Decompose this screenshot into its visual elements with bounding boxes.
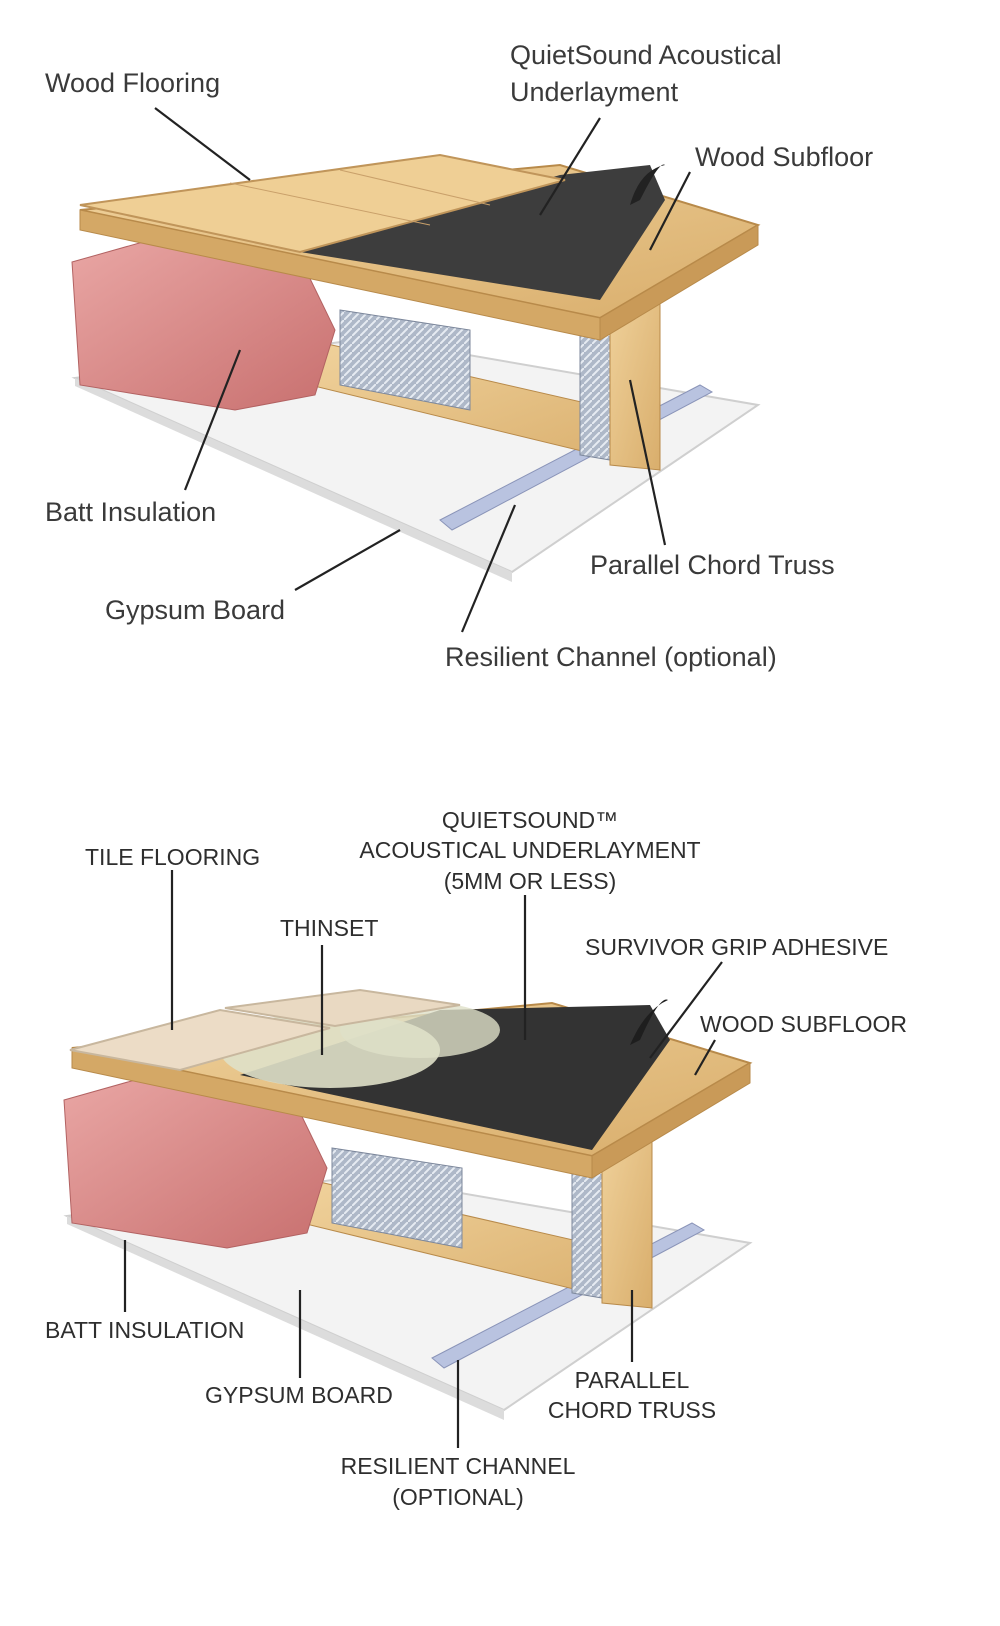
tile-flooring-layer — [69, 1008, 331, 1072]
label-resilient-line2: (OPTIONAL) — [392, 1484, 524, 1510]
leader-line — [183, 349, 242, 491]
label-batt-insulation: Batt Insulation — [45, 497, 216, 527]
label-truss-line2: CHORD TRUSS — [548, 1397, 716, 1423]
underlayment-layer — [300, 165, 665, 300]
leader-line — [294, 529, 401, 591]
label-gypsum-board: GYPSUM BOARD — [205, 1382, 393, 1408]
label-underlayment-line1: QUIETSOUND™ — [442, 807, 618, 833]
label-parallel-chord-truss: Parallel Chord Truss — [590, 550, 835, 580]
label-batt-insulation: BATT INSULATION — [45, 1317, 244, 1343]
leader-line — [649, 171, 691, 251]
wood-flooring-layer — [79, 153, 566, 254]
leader-line — [460, 504, 517, 633]
label-survivor-grip-adhesive: SURVIVOR GRIP ADHESIVE — [585, 934, 888, 960]
wood-floor-assembly: Wood Flooring QuietSound Acoustical Unde… — [45, 40, 873, 672]
leader-line — [539, 117, 601, 216]
underlayment-curl — [630, 164, 665, 205]
label-resilient-line1: RESILIENT CHANNEL — [341, 1453, 576, 1479]
label-wood-flooring: Wood Flooring — [45, 68, 220, 98]
leader-line — [628, 379, 667, 546]
label-underlayment-line1: QuietSound Acoustical — [510, 40, 782, 70]
leader-line — [694, 1039, 716, 1076]
label-underlayment-line2: ACOUSTICAL UNDERLAYMENT — [359, 837, 700, 863]
label-wood-subfloor: WOOD SUBFLOOR — [700, 1011, 907, 1037]
underlayment-curl — [630, 999, 668, 1045]
label-resilient-channel: Resilient Channel (optional) — [445, 642, 777, 672]
label-wood-subfloor: Wood Subfloor — [695, 142, 873, 172]
label-underlayment-line3: (5MM OR LESS) — [444, 868, 617, 894]
tile-flooring-layer — [224, 988, 461, 1028]
label-gypsum-board: Gypsum Board — [105, 595, 285, 625]
leader-line — [649, 961, 723, 1059]
tile-floor-assembly: TILE FLOORING THINSET QUIETSOUND™ ACOUST… — [45, 807, 907, 1510]
label-truss-line1: PARALLEL — [575, 1367, 690, 1393]
label-tile-flooring: TILE FLOORING — [85, 844, 260, 870]
label-underlayment-line2: Underlayment — [510, 77, 679, 107]
label-thinset: THINSET — [280, 915, 378, 941]
leader-line — [154, 107, 251, 181]
